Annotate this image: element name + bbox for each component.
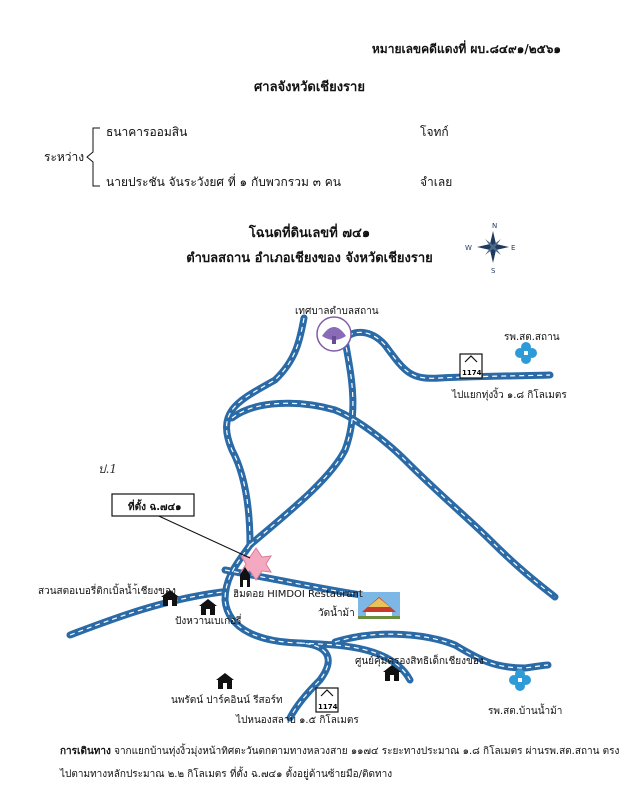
- location-box: [111, 493, 195, 517]
- bakery-house-icon: [199, 599, 217, 615]
- route-line-1: การเดินทาง จากแยกบ้านทุ่งงิ้วมุ่งหน้าทิศ…: [60, 744, 619, 759]
- homestay-label: สวนสตอเบอรี่ติกเบิ้ลน้ำ้เชียงของ: [38, 586, 176, 597]
- location-pointer-line: [149, 511, 251, 559]
- deed-location-marker: [240, 547, 272, 581]
- route-shield-bottom-icon: [315, 687, 339, 713]
- defendant-role: จำเลย: [420, 175, 453, 189]
- temple-label: วัดน้ำม้า: [318, 608, 355, 619]
- road-centerline: [69, 591, 223, 636]
- deed-location: ตำบลสถาน อำเภอเชียงของ จังหวัดเชียงราย: [186, 251, 433, 266]
- plaintiff-role: โจทก์: [420, 125, 449, 139]
- between-label: ระหว่าง: [44, 150, 85, 164]
- hospital-sathan-icon: [515, 342, 537, 364]
- court-name: ศาลจังหวัดเชียงราย: [254, 80, 365, 95]
- temple-icon: [358, 592, 400, 619]
- handwritten-note: ป.1: [98, 462, 117, 476]
- road-centerline: [299, 642, 411, 681]
- route-text-1: จากแยกบ้านทุ่งงิ้วมุ่งหน้าทิศตะวันตกตามท…: [114, 746, 619, 757]
- location-box-label: ที่ตั้ง ฉ.๗๔๑: [128, 502, 182, 513]
- case-number: หมายเลขคดีแดงที่ ผบ.๘๔๙๑/๒๕๖๑: [371, 42, 561, 56]
- party-bracket: [86, 127, 100, 187]
- to-thung-ngio-label: ไปแยกทุ่งงิ้ว ๑.๘ กิโลเมตร: [452, 390, 567, 401]
- route-shield-top-icon: [459, 353, 483, 379]
- hospital-ban-nam-ma-icon: [509, 669, 531, 691]
- municipality-logo-icon: [316, 316, 352, 352]
- municipality-label: เทศบาลตำบลสถาน: [295, 306, 379, 317]
- route-heading: การเดินทาง: [60, 746, 111, 757]
- compass-n: N: [492, 222, 497, 230]
- hospital-ban-nam-ma-label: รพ.สต.บ้านน้ำม้า: [488, 706, 563, 717]
- to-nong-sarab-label: ไปหนองสลาบ ๑.๕ กิโลเมตร: [236, 715, 359, 726]
- resort-house-icon: [216, 673, 234, 689]
- route-text-2: ไปตามทางหลักประมาณ ๒.๒ กิโลเมตร ที่ตั้ง …: [60, 769, 393, 780]
- road-centerline: [334, 633, 549, 669]
- road-centerline: [224, 544, 329, 719]
- himdoi-pin-icon: [240, 567, 250, 587]
- bakery-label: ปังหวานเบเกอรี่: [175, 616, 242, 627]
- compass-e: E: [511, 244, 515, 252]
- plaintiff-name: ธนาคารออมสิน: [106, 125, 188, 139]
- road-centerline: [226, 317, 305, 546]
- compass-w: W: [465, 244, 472, 252]
- route-1174-top-label: 1174: [462, 369, 482, 377]
- himdoi-label: ฮิมดอย HIMDOI Restaurant: [233, 589, 363, 600]
- child-center-house-icon: [383, 665, 401, 681]
- homestay-house-icon: [161, 590, 179, 606]
- hospital-sathan-label: รพ.สต.สถาน: [504, 332, 560, 343]
- route-1174-bottom-label: 1174: [318, 703, 338, 711]
- compass-rose-icon: N S E W: [465, 222, 515, 275]
- road-centerline: [249, 331, 551, 546]
- road-centerline: [231, 402, 556, 598]
- resort-label: นพรัตน์ ปาร์คอินน์ รีสอร์ท: [171, 695, 283, 706]
- road-segment: [228, 399, 559, 601]
- deed-title: โฉนดที่ดินเลขที่ ๗๔๑: [248, 226, 371, 241]
- compass-s: S: [491, 267, 496, 275]
- child-center-label: ศูนย์คุ้มครองสิทธิเด็กเชียงของ: [355, 656, 484, 667]
- defendant-name: นายประชัน จันระวังยศ ที่ ๑ กับพวกรวม ๓ ค…: [106, 175, 341, 189]
